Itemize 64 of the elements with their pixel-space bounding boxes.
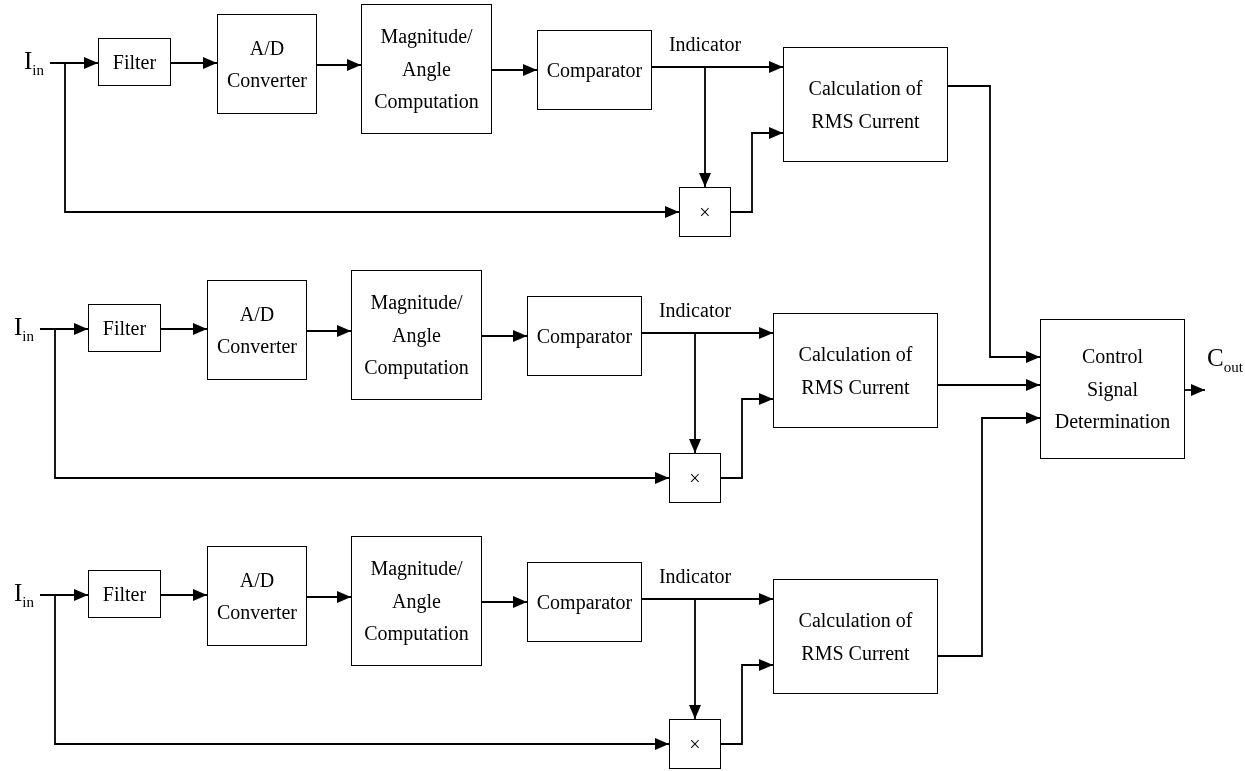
arrow bbox=[641, 598, 701, 720]
multiplier-block bbox=[679, 187, 731, 237]
process-block bbox=[773, 579, 938, 694]
process-block bbox=[527, 562, 642, 642]
multiply-sign: × bbox=[699, 199, 711, 225]
arrow bbox=[937, 412, 1041, 657]
arrow bbox=[720, 659, 774, 745]
block-label: Filter bbox=[102, 315, 147, 341]
signal-label: I$_{in}$ bbox=[18, 48, 50, 80]
process-block bbox=[98, 38, 171, 86]
process-block bbox=[537, 30, 652, 110]
process-block bbox=[217, 14, 317, 114]
process-block bbox=[527, 296, 642, 376]
arrow bbox=[1184, 384, 1206, 396]
process-block bbox=[773, 313, 938, 428]
process-block bbox=[1040, 319, 1185, 459]
process-block bbox=[351, 536, 482, 666]
block-label: Magnitude/ Angle Computation bbox=[364, 290, 469, 381]
block-label: Control Signal Determination bbox=[1054, 344, 1171, 435]
block-label: A/D Converter bbox=[227, 35, 307, 93]
arrow bbox=[730, 127, 784, 213]
block-label: A/D Converter bbox=[217, 567, 297, 625]
arrow bbox=[937, 379, 1041, 391]
block-label: Comparator bbox=[546, 57, 643, 84]
arrow bbox=[170, 57, 218, 69]
arrow bbox=[306, 325, 352, 337]
process-block bbox=[361, 4, 492, 134]
process-block bbox=[88, 304, 161, 352]
arrow bbox=[947, 85, 1041, 363]
process-block bbox=[351, 270, 482, 400]
arrow bbox=[49, 62, 680, 218]
process-block bbox=[783, 47, 948, 162]
signal-label: I$_{in}$ bbox=[8, 580, 40, 612]
arrow bbox=[651, 66, 711, 188]
arrow bbox=[481, 330, 528, 342]
multiply-sign: × bbox=[689, 731, 701, 757]
arrow bbox=[720, 393, 774, 479]
block-label: Magnitude/ Angle Computation bbox=[364, 556, 469, 647]
arrow bbox=[316, 59, 362, 71]
arrow bbox=[160, 323, 208, 335]
signal-label: C$_{out}$ bbox=[1205, 345, 1245, 395]
block-label: Calculation of RMS Current bbox=[797, 608, 914, 666]
signal-label: I$_{in}$ bbox=[8, 314, 40, 346]
arrow bbox=[491, 64, 538, 76]
block-label: Magnitude/ Angle Computation bbox=[374, 24, 479, 115]
arrow bbox=[39, 594, 670, 750]
block-label: Calculation of RMS Current bbox=[807, 76, 924, 134]
block-label: A/D Converter bbox=[217, 301, 297, 359]
process-block bbox=[207, 280, 307, 380]
arrow bbox=[160, 589, 208, 601]
block-label: Calculation of RMS Current bbox=[797, 342, 914, 400]
process-block bbox=[207, 546, 307, 646]
block-label: Filter bbox=[102, 581, 147, 607]
arrow bbox=[39, 328, 670, 484]
multiplier-block bbox=[669, 719, 721, 769]
multiplier-block bbox=[669, 453, 721, 503]
block-label: Comparator bbox=[536, 323, 633, 350]
block-label: Filter bbox=[112, 49, 157, 75]
multiply-sign: × bbox=[689, 465, 701, 491]
process-block bbox=[88, 570, 161, 618]
arrow bbox=[641, 332, 701, 454]
block-label: Comparator bbox=[536, 589, 633, 616]
arrow bbox=[306, 591, 352, 603]
arrow bbox=[481, 596, 528, 608]
